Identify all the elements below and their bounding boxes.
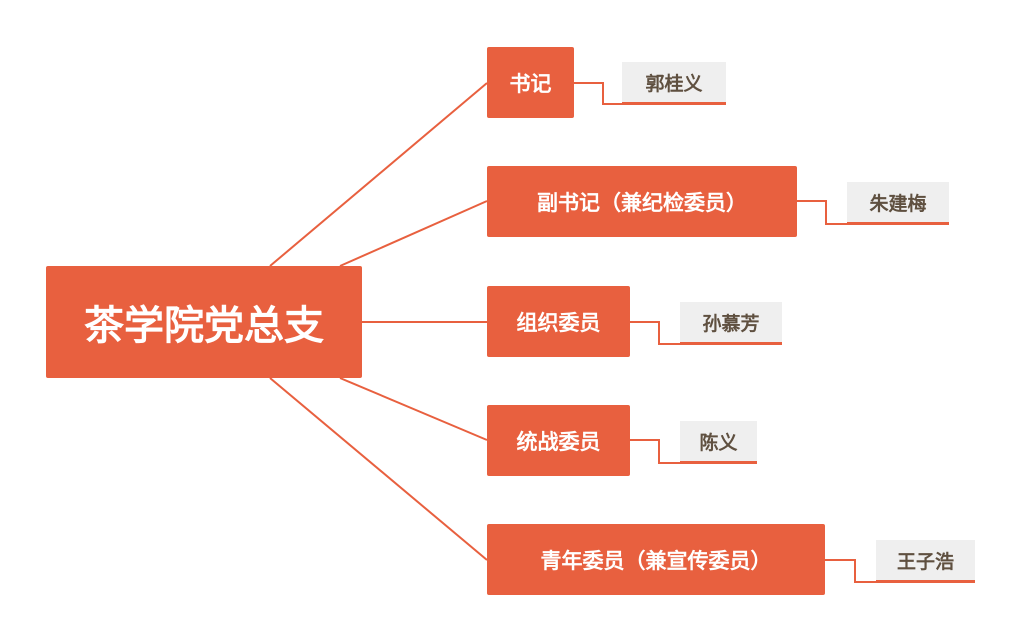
connector-branch-3-name xyxy=(630,321,680,345)
connector-branch-1-name xyxy=(574,82,622,105)
root-node[interactable]: 茶学院党总支 xyxy=(46,266,362,378)
person-node-secretary[interactable]: 郭桂义 xyxy=(622,62,726,105)
connector-root-branch-1 xyxy=(269,82,488,267)
branch-node-united-front[interactable]: 统战委员 xyxy=(487,405,630,476)
connector-branch-5-name xyxy=(825,559,876,583)
branch-node-deputy-secretary[interactable]: 副书记（兼纪检委员） xyxy=(487,166,797,237)
person-node-united-front[interactable]: 陈义 xyxy=(680,421,757,464)
connector-root-branch-5 xyxy=(269,377,488,561)
branch-node-youth[interactable]: 青年委员（兼宣传委员） xyxy=(487,524,825,595)
person-node-youth[interactable]: 王子浩 xyxy=(876,540,975,583)
branch-node-secretary[interactable]: 书记 xyxy=(487,47,574,118)
person-node-deputy-secretary[interactable]: 朱建梅 xyxy=(847,182,949,225)
branch-node-organization[interactable]: 组织委员 xyxy=(487,286,630,357)
connector-root-branch-2 xyxy=(339,200,488,267)
connector-branch-4-name xyxy=(630,439,680,464)
connector-branch-2-name xyxy=(797,200,847,225)
person-node-organization[interactable]: 孙慕芳 xyxy=(680,302,782,345)
connector-root-branch-4 xyxy=(339,377,488,441)
